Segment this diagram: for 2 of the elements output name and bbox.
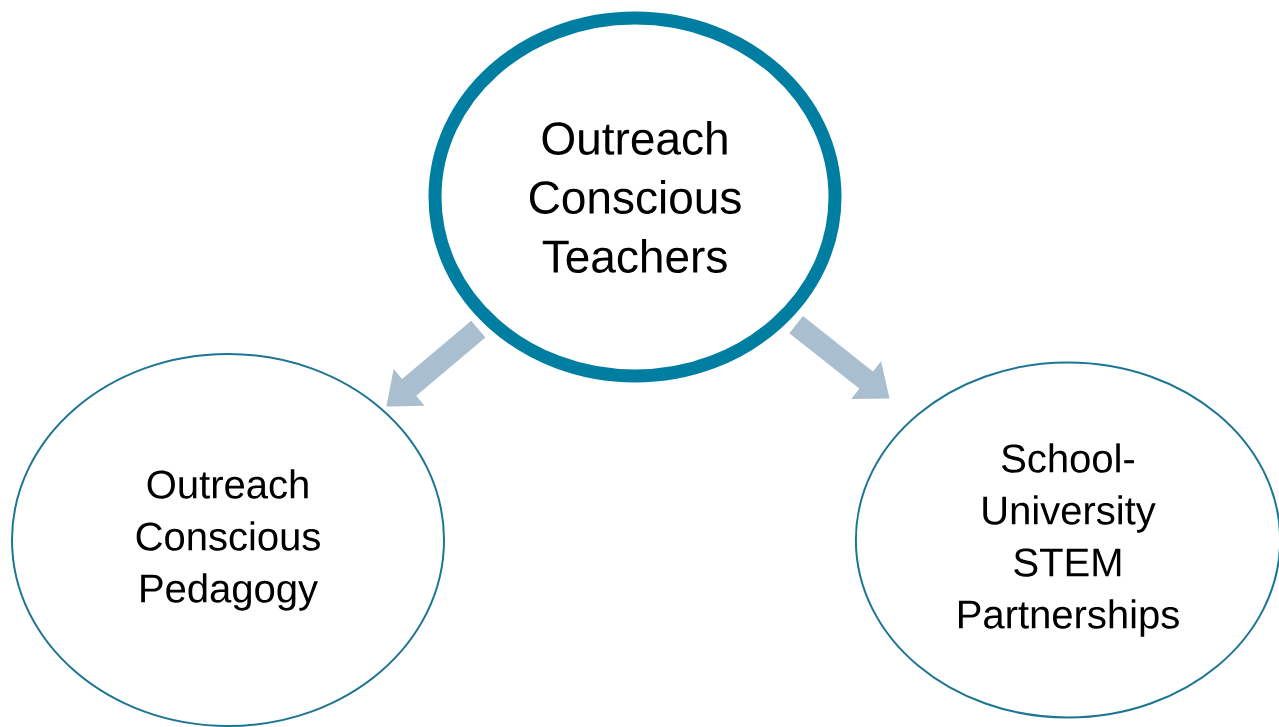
ellipse-node: Outreach Conscious Pedagogy bbox=[11, 353, 445, 727]
ellipse-node: Outreach Conscious Teachers bbox=[428, 11, 842, 383]
